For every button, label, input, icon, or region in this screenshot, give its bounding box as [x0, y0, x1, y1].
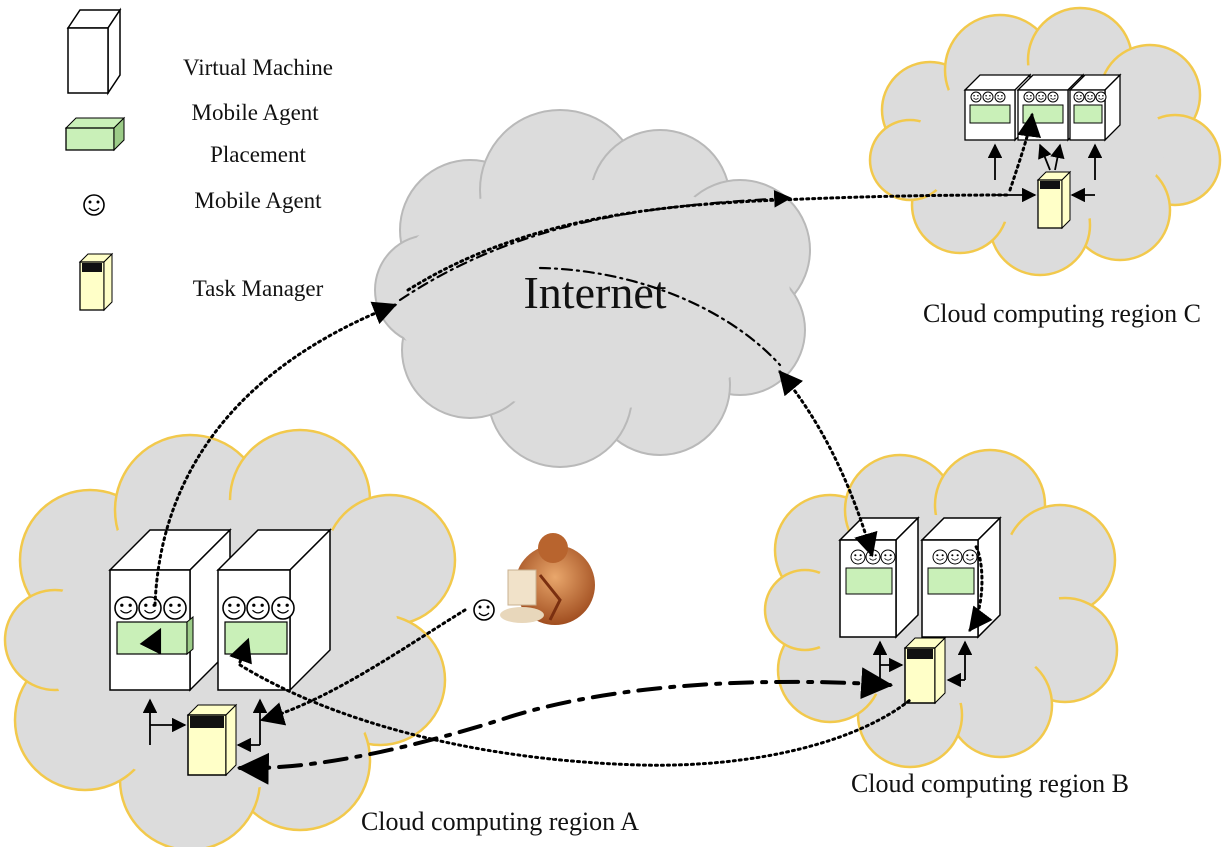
mobile-agent-icon — [850, 549, 866, 565]
mobile-agent-icon — [138, 596, 162, 620]
mobile-agent-icon — [865, 549, 881, 565]
mobile-agent-icon — [1073, 91, 1085, 103]
user-figure — [500, 533, 595, 625]
region-c-cloud — [868, 6, 1222, 277]
legend: Virtual Machine Mobile Agent Placement M… — [64, 7, 333, 312]
region-c-agents — [970, 91, 1107, 103]
mobile-agent-icon — [246, 596, 270, 620]
mobile-agent-icon — [994, 91, 1006, 103]
region-c-vm-3 — [1068, 73, 1122, 142]
region-a-label: Cloud computing region A — [361, 807, 639, 836]
region-c-label: Cloud computing region C — [923, 299, 1201, 328]
region-b-vm-2 — [920, 516, 1002, 639]
mobile-agent-icon — [947, 549, 963, 565]
mobile-agent-icon — [880, 549, 896, 565]
mobile-agent-icon — [1047, 91, 1059, 103]
mobile-agent-icon — [114, 596, 138, 620]
legend-task-manager-label: Task Manager — [193, 276, 324, 301]
legend-virtual-machine-label: Virtual Machine — [183, 55, 333, 80]
region-b-vm-1 — [838, 516, 920, 639]
placement-icon — [64, 116, 126, 152]
mobile-agent-icon — [962, 549, 978, 565]
mobile-agent-icon — [1095, 91, 1107, 103]
mobile-agent-icon — [83, 194, 105, 216]
region-b-label: Cloud computing region B — [851, 769, 1129, 798]
region-c-task-manager — [1036, 170, 1072, 230]
legend-mobile-agent-label: Mobile Agent — [194, 188, 322, 213]
task-manager-icon — [78, 252, 114, 312]
mobile-agent-icon — [982, 91, 994, 103]
region-b-task-manager — [903, 636, 947, 705]
mobile-agent-icon — [1084, 91, 1096, 103]
internet-cloud: Internet — [374, 109, 811, 468]
mobile-agent-icon — [271, 596, 295, 620]
internet-label: Internet — [523, 267, 666, 318]
mobile-agent-icon — [1023, 91, 1035, 103]
mobile-agent-icon — [1035, 91, 1047, 103]
mobile-agent-icon — [970, 91, 982, 103]
mobile-agent-icon — [163, 596, 187, 620]
legend-placement-label: Mobile Agent Placement — [192, 100, 325, 167]
user-agent-icon — [473, 599, 495, 621]
mobile-agent-icon — [932, 549, 948, 565]
mobile-agent-icon — [222, 596, 246, 620]
task-communication-paths — [236, 190, 894, 785]
region-b-agents — [850, 549, 978, 565]
virtual-machine-icon — [66, 7, 122, 96]
region-a-task-manager — [186, 703, 238, 777]
